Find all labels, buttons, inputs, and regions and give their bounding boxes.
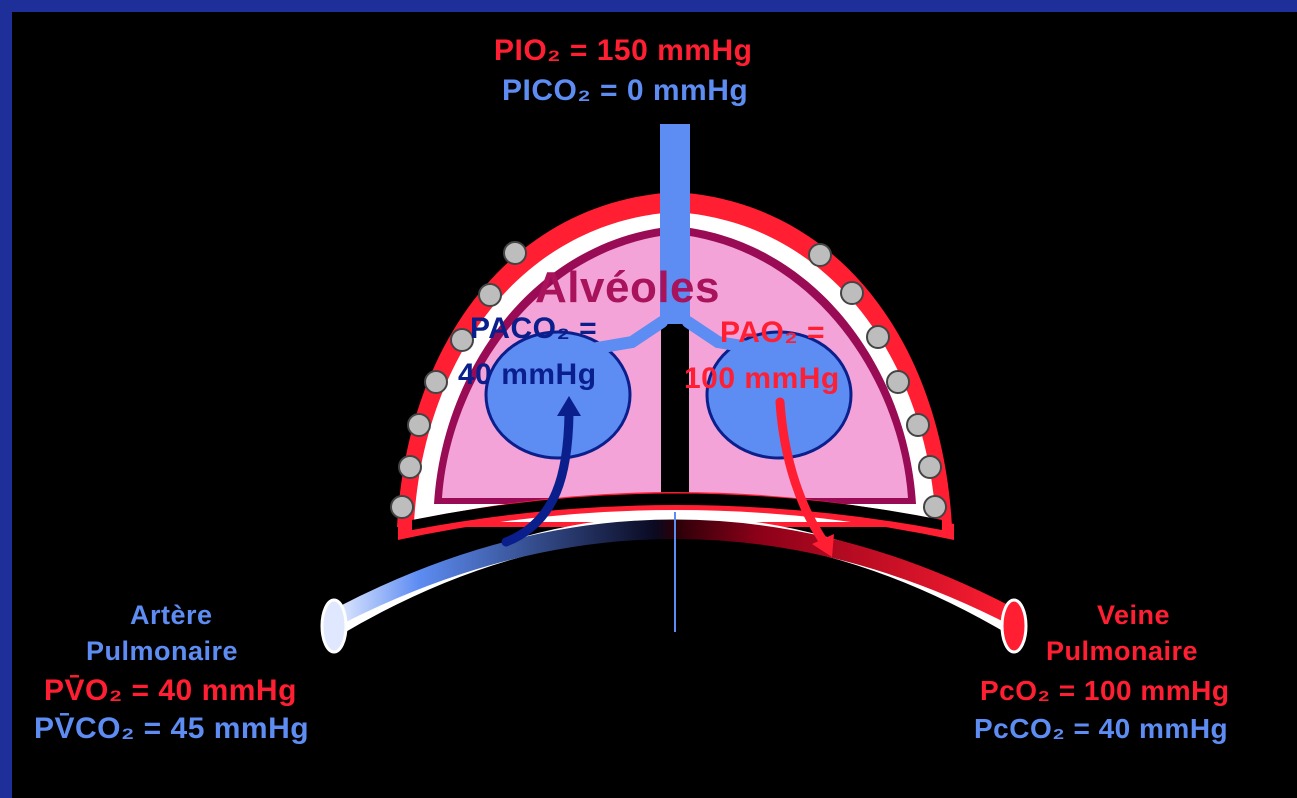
artery-po2: PV̄O₂ = 40 mmHg bbox=[44, 674, 297, 708]
alveolar-po2-line2: 100 mmHg bbox=[684, 362, 840, 396]
artery-pco2: PV̄CO₂ = 45 mmHg bbox=[34, 712, 309, 746]
vein-po2: PcO₂ = 100 mmHg bbox=[980, 674, 1230, 708]
artery-name-line2: Pulmonaire bbox=[86, 634, 238, 668]
artery-name-line1: Artère bbox=[130, 598, 213, 632]
inspired-po2-label: PIO₂ = 150 mmHg bbox=[494, 34, 752, 68]
inspired-pco2-label: PICO₂ = 0 mmHg bbox=[502, 74, 748, 108]
alveolar-pco2-line1: PACO₂ = bbox=[470, 312, 597, 346]
vein-pco2: PcCO₂ = 40 mmHg bbox=[974, 712, 1228, 746]
vein-name-line2: Pulmonaire bbox=[1046, 634, 1198, 668]
vein-name-line1: Veine bbox=[1097, 598, 1170, 632]
slide: PIO₂ = 150 mmHg PICO₂ = 0 mmHg Alvéoles … bbox=[12, 12, 1297, 798]
alveoles-title: Alvéoles bbox=[535, 264, 720, 312]
alveolar-po2-line1: PAO₂ = bbox=[720, 316, 825, 350]
alveolar-pco2-line2: 40 mmHg bbox=[458, 358, 597, 392]
vessel-open-end-left bbox=[322, 600, 346, 652]
vessel-open-end-right bbox=[1002, 600, 1026, 652]
